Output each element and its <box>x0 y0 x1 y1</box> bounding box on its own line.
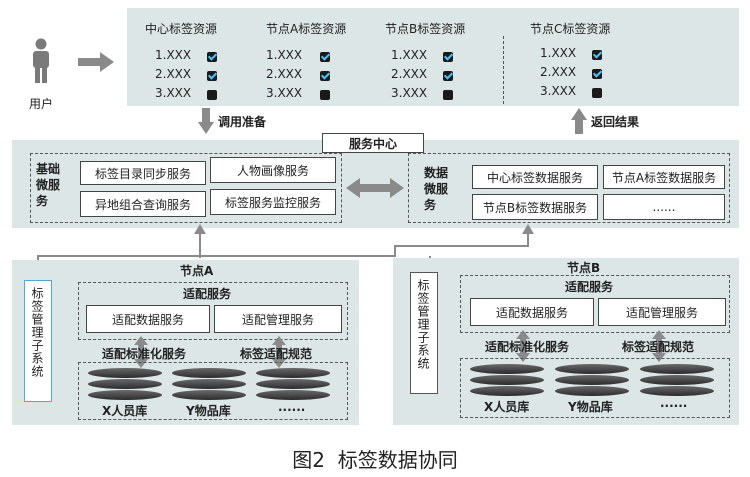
resource-item: 1.XXX <box>391 48 428 62</box>
db-label: Y物品库 <box>568 400 613 414</box>
checked-icon <box>320 52 330 62</box>
service-box: 节点B标签数据服务 <box>472 194 598 220</box>
node-b-adapt-group <box>460 275 730 333</box>
adapt-data-service: 适配数据服务 <box>470 298 594 326</box>
resource-item: 2.XXX <box>266 67 303 81</box>
resource-item: 1.XXX <box>540 46 577 60</box>
db-label: Y物品库 <box>186 404 231 418</box>
checked-icon <box>443 71 453 81</box>
person-icon <box>33 38 49 83</box>
resource-item: 2.XXX <box>391 67 428 81</box>
resource-item: 3.XXX <box>266 86 303 100</box>
resource-item: 2.XXX <box>155 67 192 81</box>
user-label: 用户 <box>29 97 54 111</box>
arrow-right-icon <box>78 52 114 72</box>
node-b-mgmt-subsystem <box>410 272 438 394</box>
resource-panel <box>127 8 739 106</box>
service-box: 节点A标签数据服务 <box>603 165 725 189</box>
db-label: ...... <box>660 396 688 410</box>
checked-icon <box>592 50 602 60</box>
adapt-mgmt-service: 适配管理服务 <box>214 305 342 333</box>
db-label: X人员库 <box>102 404 148 418</box>
resource-item: 2.XXX <box>540 65 577 79</box>
unchecked-icon <box>207 90 217 100</box>
figure-caption: 图2 标签数据协同 <box>292 448 458 472</box>
node-a-adapt-group <box>78 282 348 340</box>
resource-item: 3.XXX <box>391 86 428 100</box>
service-center-title: 服务中心 <box>322 133 424 153</box>
node-a-title: 节点A <box>180 264 214 278</box>
node-b-db-group <box>460 358 730 418</box>
resource-node-a: 节点A标签资源 1.XXX 2.XXX 3.XXX <box>266 20 361 104</box>
resource-center: 中心标签资源 1.XXX 2.XXX 3.XXX <box>145 20 235 104</box>
database-icon <box>470 364 544 398</box>
resource-item: 3.XXX <box>540 84 577 98</box>
resource-node-b: 节点B标签资源 1.XXX 2.XXX 3.XXX <box>385 20 480 104</box>
bidirectional-arrow-icon <box>272 336 286 368</box>
service-box: 中心标签数据服务 <box>472 165 598 189</box>
db-label: X人员库 <box>484 400 530 414</box>
resource-title: 节点B标签资源 <box>385 22 466 36</box>
node-b-title: 节点B <box>567 261 601 275</box>
resource-divider <box>503 36 504 104</box>
arrow-up-icon <box>571 108 587 134</box>
mgmt-subsystem-label: 标签管理子系统 <box>30 287 44 378</box>
checked-icon <box>443 52 453 62</box>
database-icon <box>172 368 246 402</box>
arrow-down-icon <box>198 108 214 134</box>
node-a-db-group <box>78 362 348 420</box>
double-arrow-icon <box>346 178 404 198</box>
data-microservice-group <box>408 153 730 223</box>
db-label: ...... <box>278 400 306 414</box>
resource-item: 1.XXX <box>266 48 303 62</box>
unchecked-icon <box>592 88 602 98</box>
adapt-standardize-label: 适配标准化服务 <box>102 347 187 361</box>
adapt-spec-label: 标签适配规范 <box>622 340 695 354</box>
adapt-standardize-label: 适配标准化服务 <box>485 340 570 354</box>
adapt-spec-label: 标签适配规范 <box>240 347 313 361</box>
service-box: 标签目录同步服务 <box>80 161 206 185</box>
resource-title: 节点A标签资源 <box>266 22 347 36</box>
unchecked-icon <box>443 90 453 100</box>
adapt-service-title: 适配服务 <box>183 287 232 301</box>
checked-icon <box>592 69 602 79</box>
basic-microservice-group <box>30 153 342 223</box>
service-box: 人物画像服务 <box>210 157 336 183</box>
checked-icon <box>320 71 330 81</box>
database-icon <box>555 364 629 398</box>
resource-title: 节点C标签资源 <box>530 22 611 36</box>
checked-icon <box>207 52 217 62</box>
call-prepare-label: 调用准备 <box>218 115 267 129</box>
service-box: 标签服务监控服务 <box>210 189 336 215</box>
resource-node-c: 节点C标签资源 1.XXX 2.XXX 3.XXX <box>530 20 625 104</box>
database-icon <box>640 364 714 398</box>
bidirectional-arrow-icon <box>134 336 148 368</box>
database-icon <box>256 368 330 402</box>
node-a-mgmt-subsystem <box>24 280 52 402</box>
adapt-service-title: 适配服务 <box>565 280 614 294</box>
resource-title: 中心标签资源 <box>145 22 218 36</box>
data-microservice-label: 数据微服务 <box>424 166 449 212</box>
mgmt-subsystem-label: 标签管理子系统 <box>416 279 430 370</box>
unchecked-icon <box>320 90 330 100</box>
return-result-label: 返回结果 <box>591 115 640 129</box>
service-box: ...... <box>603 194 725 220</box>
node-b-panel <box>393 258 739 425</box>
service-box: 异地组合查询服务 <box>80 191 206 217</box>
adapt-mgmt-service: 适配管理服务 <box>598 298 726 326</box>
adapt-data-service: 适配数据服务 <box>86 305 210 333</box>
database-icon <box>88 368 162 402</box>
bidirectional-arrow-icon <box>652 330 666 362</box>
checked-icon <box>207 71 217 81</box>
resource-item: 1.XXX <box>155 48 192 62</box>
basic-microservice-label: 基础微服务 <box>36 162 61 208</box>
resource-item: 3.XXX <box>155 86 192 100</box>
bidirectional-arrow-icon <box>516 330 530 362</box>
